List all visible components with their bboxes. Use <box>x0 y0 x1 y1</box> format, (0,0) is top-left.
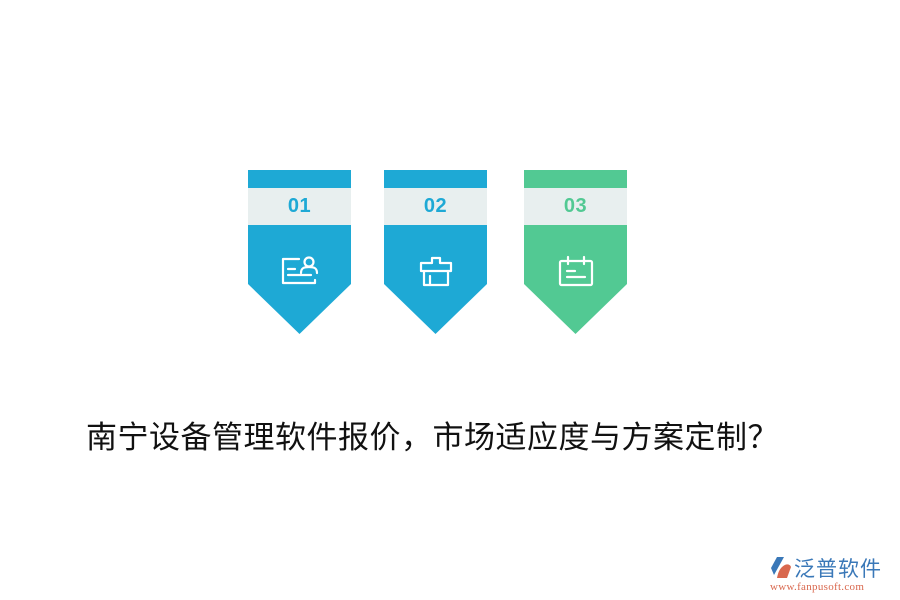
calendar-note-icon <box>558 255 594 287</box>
logo-url-text: www.fanpusoft.com <box>770 581 865 593</box>
shop-stall-icon <box>419 256 453 287</box>
step-card-01: 01 <box>248 170 351 334</box>
card-body <box>248 225 351 334</box>
step-card-02: 02 <box>384 170 487 334</box>
card-top-band <box>384 170 487 188</box>
card-number: 01 <box>248 188 351 225</box>
card-body <box>384 225 487 334</box>
card-top-band <box>524 170 627 188</box>
fanpu-logo[interactable]: 泛普软件 www.fanpusoft.com <box>768 553 893 595</box>
card-number: 03 <box>524 188 627 225</box>
card-body <box>524 225 627 334</box>
logo-brand-text: 泛普软件 <box>794 557 882 581</box>
id-card-person-icon <box>281 256 319 285</box>
step-card-03: 03 <box>524 170 627 334</box>
page-title: 南宁设备管理软件报价，市场适应度与方案定制？ <box>86 420 779 456</box>
fanpu-logo-icon <box>770 556 793 579</box>
card-number: 02 <box>384 188 487 225</box>
card-top-band <box>248 170 351 188</box>
